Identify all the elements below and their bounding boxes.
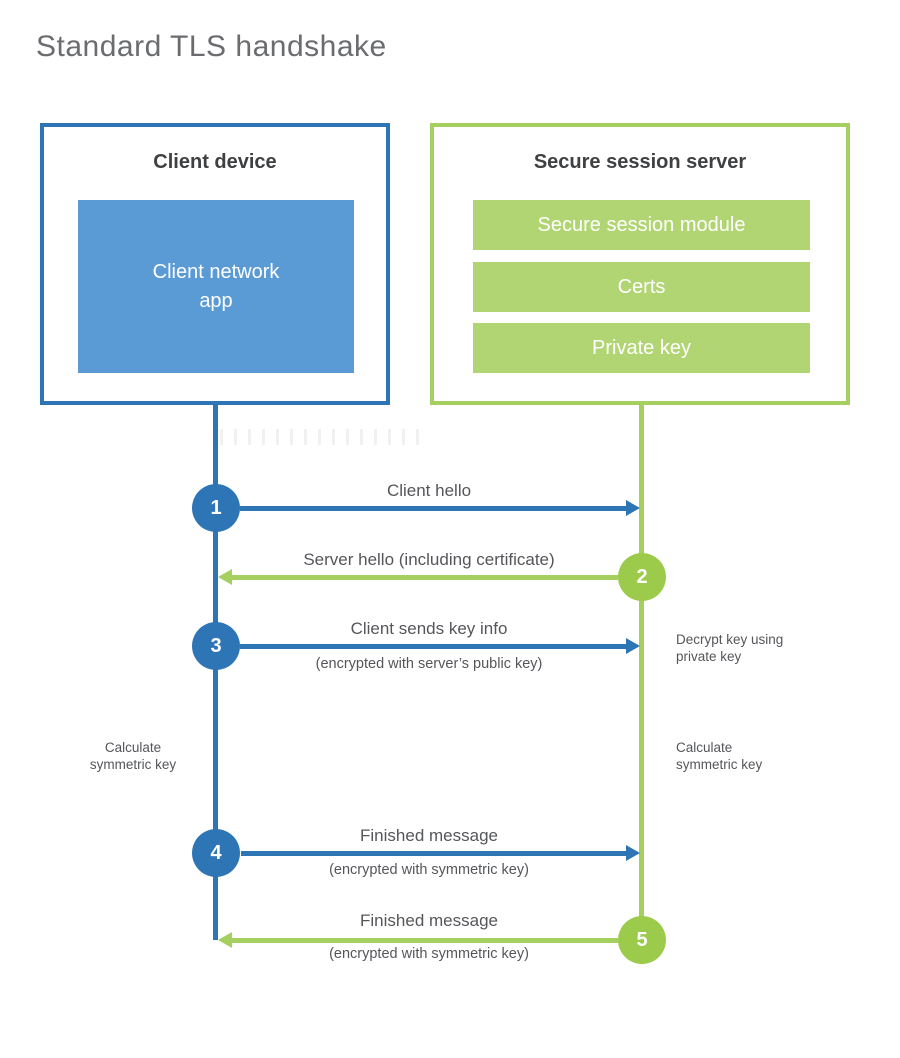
step-5-marker: 5: [618, 916, 666, 964]
step-3-sublabel: (encrypted with server’s public key): [315, 656, 543, 672]
server-module-certs: Certs: [473, 262, 810, 312]
client-lifeline: [213, 405, 218, 940]
decrypt-key-note: Decrypt key using private key: [676, 632, 784, 664]
step-1-marker: 1: [192, 484, 240, 532]
step-2-label: Server hello (including certificate): [303, 550, 555, 569]
step-2-marker: 2: [618, 553, 666, 601]
step-3-arrowhead-right-icon: [626, 638, 640, 654]
faint-tick-artifact: [220, 429, 420, 445]
step-5-arrowhead-left-icon: [218, 932, 232, 948]
step-5-sublabel: (encrypted with symmetric key): [329, 946, 529, 962]
client-device-title: Client device: [153, 151, 277, 173]
calculate-symmetric-key-note-server: Calculate symmetric key: [676, 740, 763, 772]
server-module-secure-session: Secure session module: [473, 200, 810, 250]
server-module-private-key: Private key: [473, 323, 810, 373]
step-4-arrowhead-right-icon: [626, 845, 640, 861]
client-device-box: Client device Client network app: [40, 123, 390, 405]
step-5-arrow-line: [232, 938, 618, 943]
step-4-sublabel: (encrypted with symmetric key): [329, 862, 529, 878]
step-2-arrow-line: [232, 575, 618, 580]
secure-session-server-box: Secure session server Secure session mod…: [430, 123, 850, 405]
secure-session-server-title: Secure session server: [533, 151, 747, 173]
step-1-arrow-line: [240, 506, 626, 511]
page-title: Standard TLS handshake: [36, 30, 387, 63]
step-2-arrowhead-left-icon: [218, 569, 232, 585]
step-5-label: Finished message: [360, 911, 498, 930]
calculate-symmetric-key-note-client: Calculate symmetric key: [89, 740, 177, 772]
step-3-arrow-line: [240, 644, 626, 649]
step-4-arrow-line: [241, 851, 626, 856]
client-network-app-box: Client network app: [78, 200, 354, 373]
step-1-arrowhead-right-icon: [626, 500, 640, 516]
step-4-marker: 4: [192, 829, 240, 877]
step-4-label: Finished message: [360, 826, 498, 845]
step-1-label: Client hello: [386, 481, 472, 500]
step-3-marker: 3: [192, 622, 240, 670]
server-lifeline: [639, 405, 644, 964]
step-3-label: Client sends key info: [350, 619, 508, 638]
